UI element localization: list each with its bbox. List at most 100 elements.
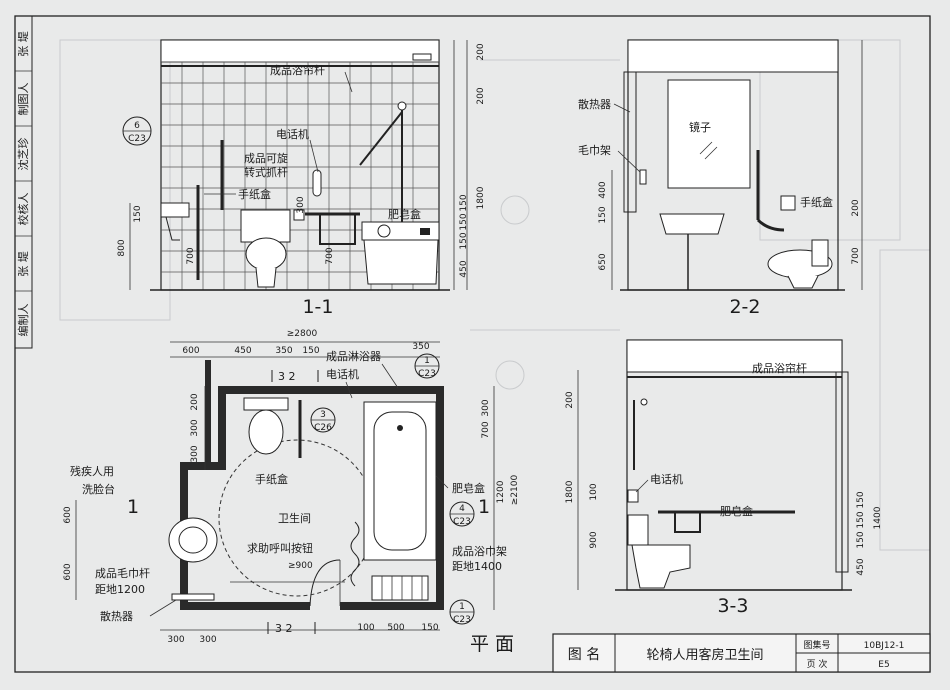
dim-turn-diameter: ≥900 <box>288 561 313 571</box>
cut-mark-1-right: 1 <box>478 496 490 518</box>
atlas-number: 10BJ12-1 <box>864 641 905 651</box>
label-phone-1: 电话机 <box>276 127 309 141</box>
dim-1-1-e: 150 <box>459 213 469 230</box>
section-title-1-1: 1-1 <box>302 296 333 318</box>
dim-plan-right-2: 700 <box>481 421 491 438</box>
dim-1-1-k: 300 <box>296 196 306 213</box>
svg-text:C26: C26 <box>314 423 332 433</box>
dim-2-2-c: 650 <box>598 253 608 270</box>
label-towel-bar-height: 距地1200 <box>95 583 145 596</box>
sidebar-cell-3: 沈芝珍 <box>16 138 30 171</box>
svg-text:1: 1 <box>424 356 430 366</box>
plan-ref-3-c26: 3 C26 <box>310 407 336 433</box>
label-towel-rack-2: 毛巾架 <box>578 143 611 157</box>
dim-3-3-a: 200 <box>565 391 575 408</box>
sidebar-cell-4: 校核人 <box>16 193 30 226</box>
dim-plan-left-1: 200 <box>190 393 200 410</box>
title-label-page: 页 次 <box>807 658 828 670</box>
dim-2-2-e: 700 <box>851 247 861 264</box>
dim-plan-left-4: 600 <box>63 506 73 523</box>
dim-1-1-l: 700 <box>325 247 335 264</box>
label-rotating-bar-b: 转式抓杆 <box>244 165 288 179</box>
dim-1-1-b: 200 <box>476 87 486 104</box>
title-label-name: 图 名 <box>568 647 600 663</box>
plan-ref-4-c23: 4 C23 <box>449 501 475 527</box>
sidebar-cell-2: 制图人 <box>17 83 30 116</box>
label-soap-box-1: 肥皂盒 <box>388 207 421 221</box>
dim-plan-bottom-1: 300 <box>167 635 184 645</box>
dim-plan-right-1: 300 <box>481 399 491 416</box>
dim-2-2-d: 200 <box>851 199 861 216</box>
dim-3-3-g: 150 <box>856 511 866 528</box>
dim-plan-top-2: 450 <box>234 346 251 356</box>
label-radiator-plan: 散热器 <box>100 609 133 623</box>
ghost-background <box>59 39 931 551</box>
label-soap-box-3: 肥皂盒 <box>720 504 753 518</box>
label-tissue-box-1: 手纸盒 <box>238 187 271 201</box>
dim-3-3-e: 150 <box>856 491 866 508</box>
label-curtain-rod-3: 成品浴帘杆 <box>752 361 807 375</box>
sidebar-cell-1: 张 堤 <box>17 31 30 57</box>
label-washbasin-plan-b: 洗脸台 <box>82 482 115 496</box>
dim-plan-bottom-5: 150 <box>421 623 438 633</box>
label-rotating-bar-a: 成品可旋 <box>244 151 288 165</box>
dim-1-1-c: 150 <box>459 194 469 211</box>
detail-ref-6-c23: 6 C23 <box>122 116 152 146</box>
label-radiator-2: 散热器 <box>578 97 611 111</box>
plan-title: 平 面 <box>470 633 514 655</box>
label-tissue-box-plan: 手纸盒 <box>255 472 288 486</box>
dim-plan-top-3: 350 <box>275 346 292 356</box>
section-2-2: 散热器 镜子 毛巾架 手纸盒 400 150 650 200 700 2-2 <box>578 39 863 318</box>
label-towel-bar: 成品毛巾杆 <box>95 566 150 580</box>
label-mirror-2: 镜子 <box>689 120 711 134</box>
dim-1-1-a: 200 <box>476 43 486 60</box>
title-block: 图 名 轮椅人用客房卫生间 图集号 10BJ12-1 页 次 E5 <box>552 633 931 673</box>
dim-3-3-d: 900 <box>589 531 599 548</box>
dim-1-1-j: 700 <box>186 247 196 264</box>
label-toilet-room: 卫生间 <box>278 511 311 525</box>
label-phone-3: 电话机 <box>650 472 683 486</box>
svg-text:3: 3 <box>320 410 326 420</box>
dim-plan-bottom-2: 300 <box>199 635 216 645</box>
dim-plan-top-4: 150 <box>302 346 319 356</box>
dim-plan-total-depth: ≥2100 <box>510 475 520 506</box>
dim-1-1-h: 150 <box>133 205 143 222</box>
cut-mark-1-left: 1 <box>127 496 139 518</box>
cut-mark-3-2-top: 3 2 <box>278 370 296 383</box>
section-1-1: 成品浴帘杆 电话机 成品可旋 转式抓杆 手纸盒 肥皂盒 6 C23 200 20… <box>117 39 486 318</box>
page-number: E5 <box>878 660 889 670</box>
label-bath-towel-height: 距地1400 <box>452 560 502 573</box>
signature-sidebar: 张 堤 制图人 沈芝珍 校核人 张 堤 编制人 <box>14 15 33 349</box>
cut-mark-3-2-bottom: 3 2 <box>275 622 293 635</box>
dim-plan-left-3: 300 <box>190 445 200 462</box>
dim-plan-top-5: 350 <box>412 342 429 352</box>
dim-3-3-f: 1400 <box>873 506 883 529</box>
dim-plan-right-3: 1200 <box>496 480 506 503</box>
title-label-atlas: 图集号 <box>803 639 830 651</box>
drawing-name: 轮椅人用客房卫生间 <box>646 647 763 663</box>
dim-3-3-h: 150 <box>856 531 866 548</box>
label-washbasin-plan-a: 残疾人用 <box>70 464 114 478</box>
label-curtain-rod-1: 成品浴帘杆 <box>270 63 325 77</box>
label-shower-plan: 成品淋浴器 <box>326 350 381 363</box>
floor-plan: 成品淋浴器 电话机 手纸盒 残疾人用 洗脸台 卫生间 求助呼叫按钮 肥皂盒 成品… <box>63 329 520 655</box>
svg-text:6: 6 <box>134 121 140 131</box>
dim-plan-bottom-3: 100 <box>357 623 374 633</box>
dim-2-2-a: 400 <box>598 181 608 198</box>
plan-ref-1-c23-bottom: 1 C23 <box>449 599 475 625</box>
dim-plan-total-width: ≥2800 <box>287 329 318 339</box>
svg-text:C23: C23 <box>128 134 146 144</box>
svg-text:C23: C23 <box>453 615 471 625</box>
dim-plan-left-5: 600 <box>63 563 73 580</box>
dim-3-3-c: 100 <box>589 483 599 500</box>
dim-1-1-f: 150 <box>459 232 469 249</box>
label-bath-towel-rack: 成品浴巾架 <box>452 544 507 558</box>
svg-text:1: 1 <box>459 602 465 612</box>
sidebar-cell-6: 编制人 <box>16 304 30 337</box>
section-title-2-2: 2-2 <box>729 296 760 318</box>
label-phone-plan: 电话机 <box>326 367 359 381</box>
dim-1-1-d: 1800 <box>476 186 486 209</box>
svg-text:C23: C23 <box>453 517 471 527</box>
plan-ref-1-c23-top: 1 C23 <box>414 353 440 379</box>
